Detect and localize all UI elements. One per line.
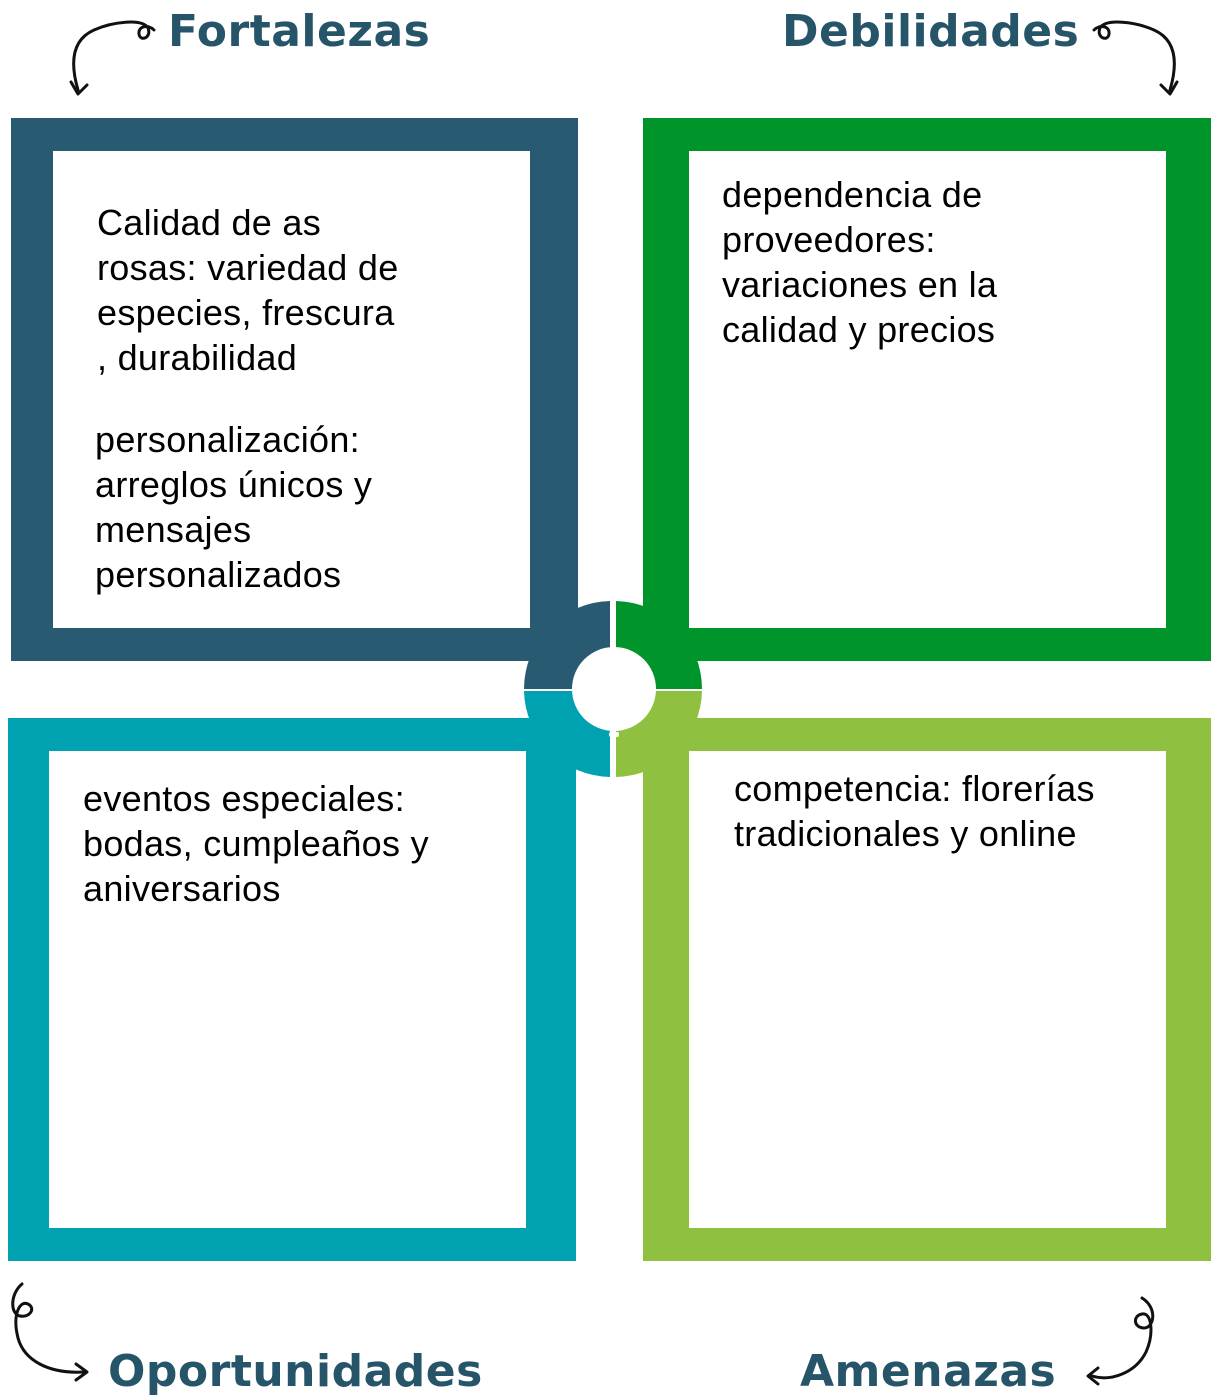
- debilidades-title: Debilidades: [782, 6, 1080, 57]
- text-line: Calidad de as: [97, 202, 322, 243]
- oportunidades-box: [8, 718, 576, 1261]
- text-line: dependencia de: [722, 174, 983, 215]
- fortalezas-text-2: personalización: arreglos únicos y mensa…: [95, 417, 372, 597]
- text-line: especies, frescura: [97, 292, 395, 333]
- amenazas-text: competencia: florerías tradicionales y o…: [734, 766, 1095, 856]
- oportunidades-title: Oportunidades: [108, 1346, 483, 1397]
- fortalezas-title: Fortalezas: [168, 6, 431, 57]
- oportunidades-panel: [49, 751, 526, 1228]
- debilidades-panel: [689, 151, 1166, 628]
- text-line: personalizados: [95, 554, 342, 595]
- text-line: variaciones en la: [722, 264, 998, 305]
- fortalezas-text-1: Calidad de as rosas: variedad de especie…: [97, 200, 399, 380]
- text-line: calidad y precios: [722, 309, 996, 350]
- text-line: rosas: variedad de: [97, 247, 399, 288]
- amenazas-box: [643, 718, 1211, 1261]
- oportunidades-text: eventos especiales: bodas, cumpleaños y …: [83, 776, 429, 911]
- amenazas-panel: [689, 751, 1166, 1228]
- debilidades-box: [643, 118, 1211, 661]
- curly-arrow-icon: [69, 20, 156, 96]
- text-line: aniversarios: [83, 868, 281, 909]
- curly-arrow-icon: [1092, 20, 1179, 96]
- text-line: bodas, cumpleaños y: [83, 823, 429, 864]
- text-line: , durabilidad: [97, 337, 298, 378]
- amenazas-title: Amenazas: [800, 1346, 1057, 1397]
- debilidades-text: dependencia de proveedores: variaciones …: [722, 172, 997, 352]
- text-line: tradicionales y online: [734, 813, 1077, 854]
- lightbulb-icon: [587, 648, 641, 737]
- curly-arrow-icon: [1086, 1296, 1155, 1386]
- text-line: mensajes: [95, 509, 252, 550]
- text-line: proveedores:: [722, 219, 936, 260]
- text-line: competencia: florerías: [734, 768, 1095, 809]
- fortalezas-box: [11, 118, 578, 661]
- fortalezas-panel: [53, 151, 530, 628]
- text-line: arreglos únicos y: [95, 464, 373, 505]
- center-hub: [524, 601, 702, 777]
- curly-arrow-icon: [11, 1282, 89, 1382]
- text-line: personalización:: [95, 419, 360, 460]
- text-line: eventos especiales:: [83, 778, 405, 819]
